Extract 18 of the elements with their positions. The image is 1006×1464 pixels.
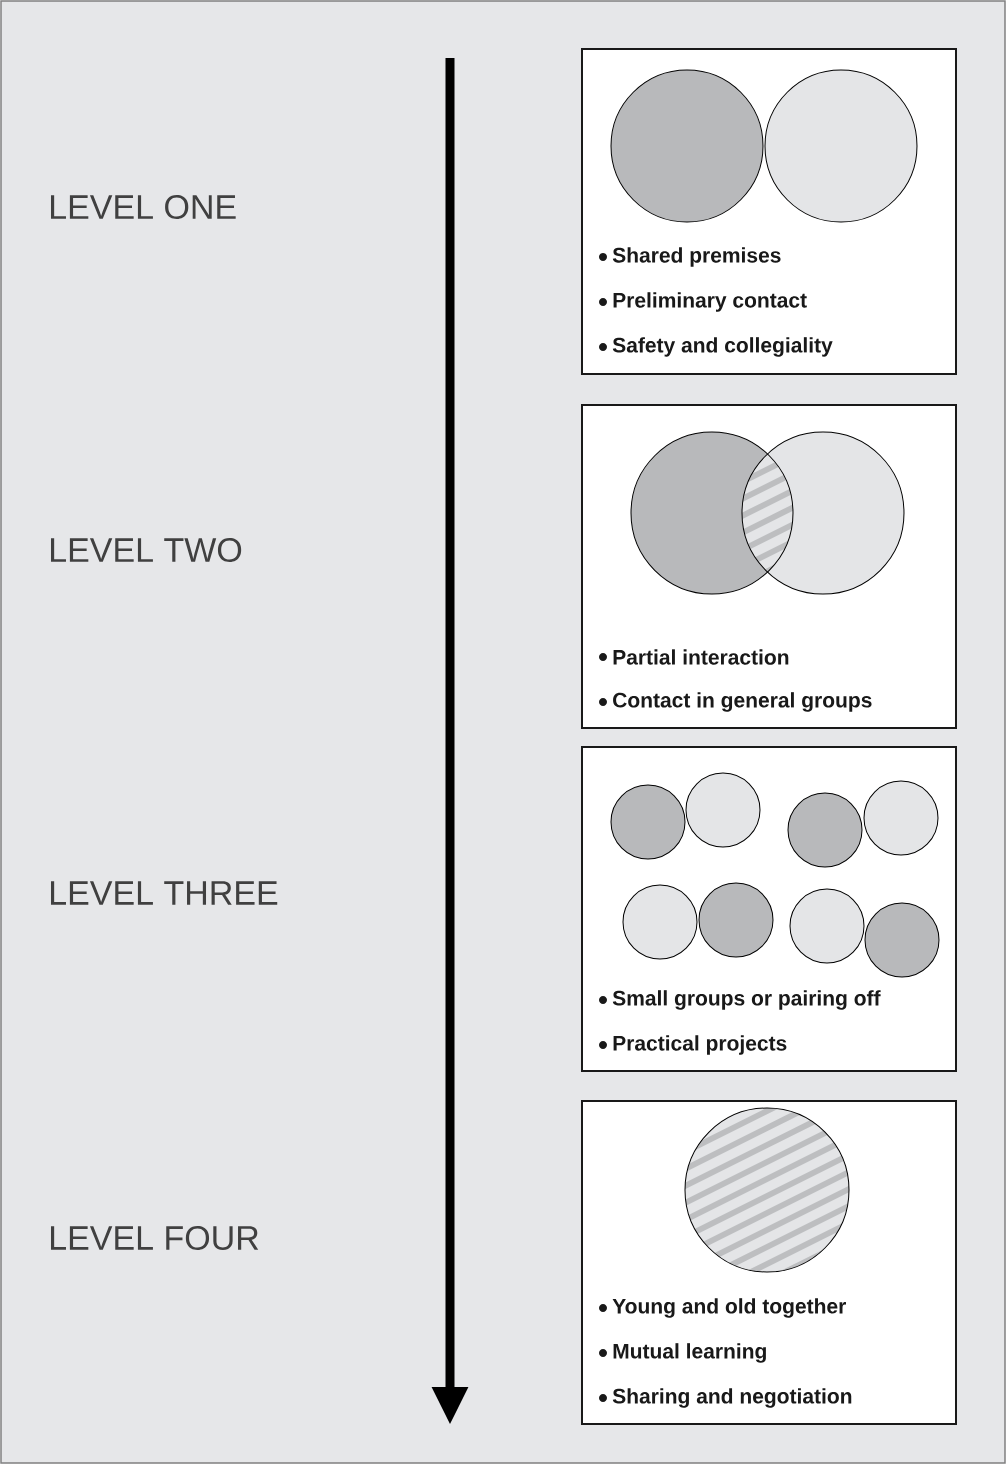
- level-box: [581, 404, 957, 729]
- bullet-item: Partial interaction: [613, 649, 789, 665]
- bullet-item: Practical projects: [613, 1035, 787, 1055]
- level-label: LEVEL TWO: [51, 537, 242, 563]
- bullet-item: Shared premises: [612, 247, 781, 267]
- level-box: [581, 746, 957, 1072]
- bullet-item: Mutual learning: [613, 1343, 766, 1363]
- bullet-item: Sharing and negotiation: [612, 1388, 852, 1408]
- level-box: [581, 48, 957, 375]
- bullet-item: Young and old together: [612, 1298, 846, 1318]
- level-label: LEVEL FOUR: [51, 1225, 259, 1251]
- bullet-item: Preliminary contact: [613, 292, 807, 312]
- bullet-item: Small groups or pairing off: [612, 990, 881, 1010]
- level-box: [581, 1100, 957, 1425]
- level-label: LEVEL THREE: [51, 881, 278, 905]
- bullet-item: Contact in general groups: [613, 692, 872, 712]
- level-label: LEVEL ONE: [51, 194, 236, 220]
- bullet-item: Safety and collegiality: [612, 337, 833, 357]
